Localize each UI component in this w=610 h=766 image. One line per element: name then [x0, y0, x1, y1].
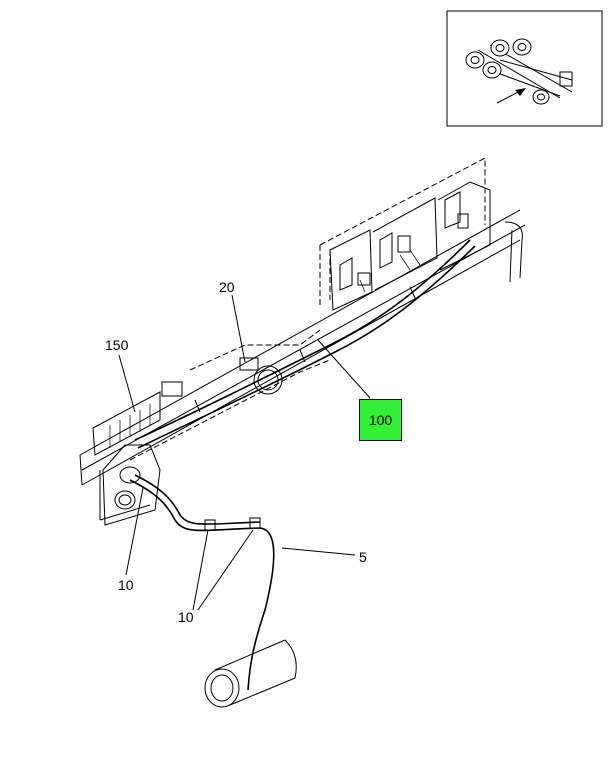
cylinder-end [204, 639, 297, 708]
callout-5: 5 [359, 549, 367, 565]
bulkhead-plate [102, 444, 161, 526]
locator-inset [446, 10, 603, 127]
module-panel [319, 157, 491, 311]
callout-150: 150 [105, 337, 129, 353]
connector-block-150 [92, 381, 183, 456]
callout-10-bottom: 10 [178, 609, 194, 625]
harness [134, 239, 476, 449]
frame-rail [79, 209, 526, 521]
leader-lines [118, 294, 371, 611]
callout-100-label: 100 [368, 412, 393, 428]
cable-5 [129, 474, 275, 691]
callout-100-highlight[interactable]: 100 [359, 399, 402, 441]
callout-10-left: 10 [118, 577, 134, 593]
callout-20: 20 [219, 279, 235, 295]
